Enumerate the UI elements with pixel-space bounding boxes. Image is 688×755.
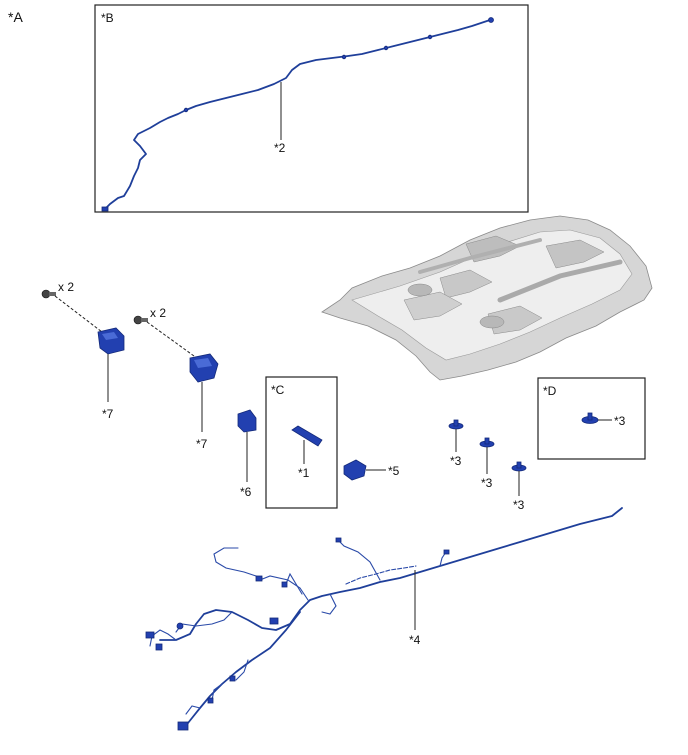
- part-1: [291, 425, 323, 447]
- view-d-frame: [537, 377, 646, 460]
- harness-connector-5: [255, 575, 263, 582]
- harness-branch-down: [183, 611, 301, 729]
- cable-clip-1: [383, 45, 389, 51]
- callout-6: *6: [240, 485, 252, 499]
- view-label-d: *D: [543, 384, 557, 398]
- callout-1: *1: [298, 466, 310, 480]
- part-7-left: [97, 327, 125, 355]
- view-b-group: *B *2: [94, 4, 529, 213]
- harness-main: [159, 507, 623, 641]
- harness-branch-4: [337, 539, 381, 581]
- view-label-a: *A: [8, 9, 23, 25]
- harness-connector-10: [207, 697, 214, 704]
- clip-3c: [511, 461, 527, 472]
- view-label-b: *B: [101, 11, 114, 25]
- clip-3b: [479, 437, 495, 448]
- cable-end-connector: [488, 17, 494, 23]
- callout-4: *4: [409, 633, 421, 647]
- view-c-frame: [265, 376, 338, 509]
- view-c-group: *C *1: [265, 376, 338, 509]
- harness-connector-8: [443, 549, 450, 555]
- part-7-right-group: x 2 *7: [133, 306, 219, 451]
- view-b-frame: [94, 4, 529, 213]
- callout-3d: *3: [614, 414, 626, 428]
- callout-3b: *3: [481, 476, 493, 490]
- callout-3c: *3: [513, 498, 525, 512]
- callout-3a: *3: [450, 454, 462, 468]
- harness-connector-2: [145, 631, 155, 639]
- qty-label-b: x 2: [150, 306, 166, 320]
- harness-connector-7: [335, 537, 342, 543]
- harness-branch-3: [213, 547, 263, 579]
- part-3-group: *3 *3 *3: [448, 419, 527, 512]
- clip-3a: [448, 419, 464, 430]
- view-label-c: *C: [271, 383, 285, 397]
- harness-branch-11: [185, 705, 201, 715]
- callout-2: *2: [274, 141, 286, 155]
- part-6: [237, 409, 257, 433]
- harness-connector-3: [155, 643, 163, 651]
- part-5: [343, 459, 367, 481]
- bolt-icon-2: [133, 315, 148, 325]
- harness-connector-1: [177, 721, 189, 731]
- harness-branch-2: [285, 572, 303, 595]
- cable-clip-2: [427, 34, 433, 40]
- view-d-group: *D *3: [537, 377, 646, 460]
- harness-branch-6: [321, 593, 337, 615]
- bolt-path-b: [146, 321, 195, 357]
- roof-headliner: [321, 215, 653, 381]
- part-7-left-group: x 2 *7: [41, 280, 125, 421]
- harness-branch-1: [259, 575, 309, 601]
- harness-wrap: [345, 565, 417, 585]
- part-7-right: [189, 353, 219, 383]
- callout-5: *5: [388, 464, 400, 478]
- cable-start-connector: [101, 206, 109, 212]
- bolt-icon: [41, 289, 56, 299]
- harness-connector-9: [229, 675, 236, 682]
- part-6-group: *6: [237, 409, 257, 499]
- callout-7b: *7: [196, 437, 208, 451]
- clip-3d: [581, 412, 599, 424]
- harness-clamp: [269, 617, 279, 625]
- callout-7a: *7: [102, 407, 114, 421]
- cable-clip-3: [341, 54, 347, 60]
- bolt-path-a: [54, 295, 103, 333]
- part-5-group: *5: [343, 459, 400, 481]
- cable-clip-4: [183, 107, 189, 113]
- wire-harness-group: *4: [145, 507, 623, 731]
- harness-connector-4: [176, 622, 184, 630]
- roof-cable: [103, 19, 491, 211]
- harness-branch-10: [211, 683, 223, 701]
- qty-label-a: x 2: [58, 280, 74, 294]
- harness-branch-9: [235, 659, 249, 681]
- harness-branch-8: [149, 629, 177, 647]
- harness-connector-6: [281, 581, 288, 588]
